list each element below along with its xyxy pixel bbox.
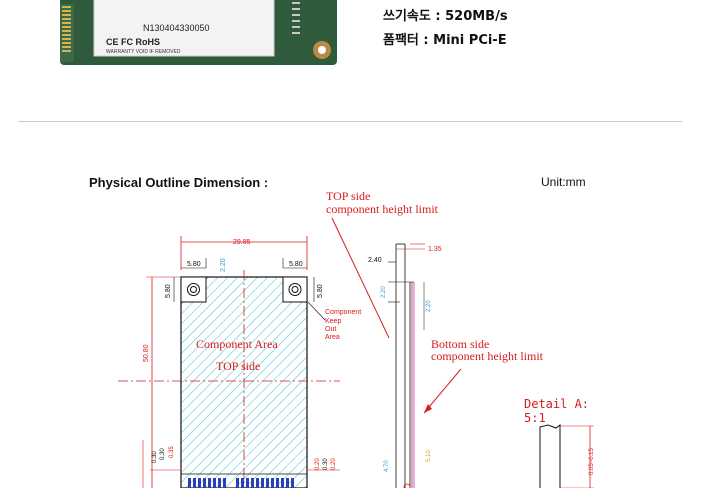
dim-hole-vert-right: 5.80 xyxy=(317,284,324,298)
dim-edge-c: 0.35 xyxy=(169,446,175,458)
spec-form-factor: 폼팩터 : Mini PCi-E xyxy=(383,33,507,48)
spec-label: 쓰기속도 xyxy=(383,9,431,24)
spec-write-speed: 쓰기속도 : 520MB/s xyxy=(383,9,508,24)
spec-value: Mini PCi-E xyxy=(433,33,507,48)
dim-center-top: 2.20 xyxy=(220,258,227,272)
top-side-sublabel: component height limit xyxy=(326,202,439,216)
dim-width: 29.85 xyxy=(233,239,251,246)
dim-side-b: 2.20 xyxy=(426,300,432,312)
spec-label: 폼팩터 xyxy=(383,33,419,48)
dim-side-top: 2.40 xyxy=(368,257,382,264)
dim-height: 50.80 xyxy=(143,344,150,362)
component-area-label: Component Area xyxy=(196,337,278,351)
keepout-line2: Keep xyxy=(325,318,341,325)
dim-edge-f: 0.20 xyxy=(331,458,337,470)
dim-edge-d: 0.20 xyxy=(315,458,321,470)
dim-edge-a: 0.30 xyxy=(152,451,158,463)
spec-value: 520MB/s xyxy=(445,9,508,24)
keepout-line3: Out xyxy=(325,326,336,333)
dim-side-bottom: 4.70 xyxy=(384,460,390,472)
keepout-line4: Area xyxy=(325,334,340,341)
dim-side-a: 2.20 xyxy=(381,286,387,298)
detail-scale: 5:1 xyxy=(524,411,546,425)
hole-right xyxy=(282,276,308,303)
label-warning: WARRANTY VOID IF REMOVED xyxy=(106,49,181,55)
dim-side-thickness: 1.35 xyxy=(428,246,442,253)
detail-dim: 0.05~0.15 xyxy=(589,447,595,475)
label-serial: N130404330050 xyxy=(143,23,210,33)
bottom-side-sublabel: component height limit xyxy=(431,349,544,363)
component-area-side: TOP side xyxy=(216,359,260,373)
drawing-title: Physical Outline Dimension : xyxy=(89,175,269,190)
section-divider xyxy=(18,121,682,122)
dim-edge-e: 0.30 xyxy=(323,458,329,470)
product-photo: N130404330050 CE FC RoHS WARRANTY VOID I… xyxy=(0,0,702,120)
dim-edge-b: 0.30 xyxy=(160,448,166,460)
drawing-unit: Unit:mm xyxy=(541,175,586,189)
dim-side-bottom2: 5.10 xyxy=(426,450,432,462)
bottom-side-label: Bottom side xyxy=(431,337,489,351)
label-cert-marks: CE FC RoHS xyxy=(106,37,160,47)
keepout-line1: Component xyxy=(325,309,361,316)
dim-hole-vert: 5.80 xyxy=(165,284,172,298)
detail-label: Detail A: xyxy=(524,397,589,411)
dim-hole-left: 5.80 xyxy=(187,261,201,268)
top-side-label: TOP side xyxy=(326,189,370,203)
dim-hole-right: 5.80 xyxy=(289,261,303,268)
ssd-module-image: N130404330050 CE FC RoHS WARRANTY VOID I… xyxy=(60,0,337,65)
